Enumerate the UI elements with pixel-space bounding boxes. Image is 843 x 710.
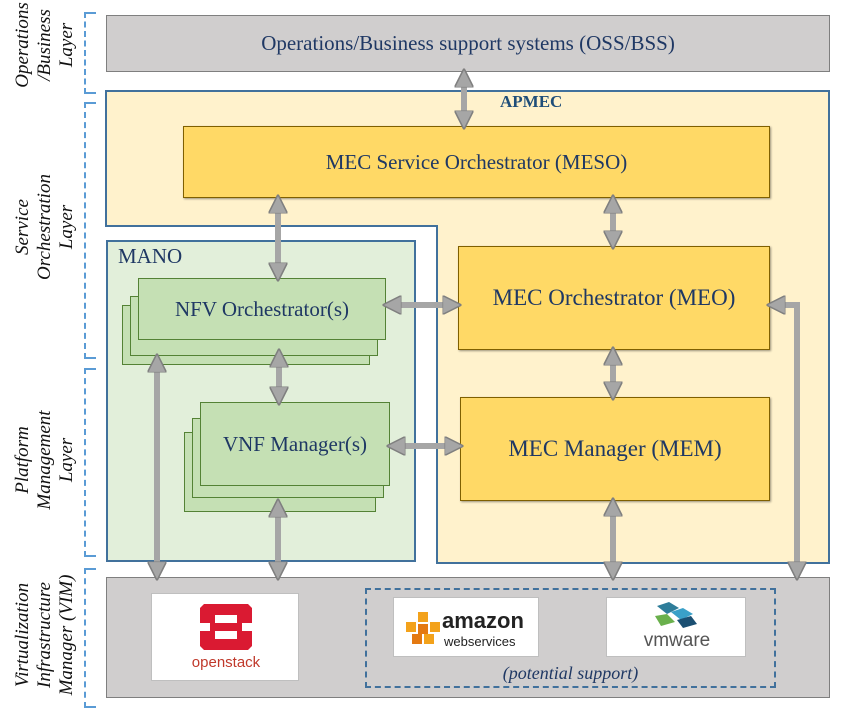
- potential-support-box: [365, 588, 776, 688]
- oss-bss-box: Operations/Business support systems (OSS…: [106, 15, 830, 72]
- mano-title: MANO: [118, 244, 183, 268]
- amazon-cubes-icon: [406, 612, 440, 644]
- nfvo-label: NFV Orchestrator(s): [175, 296, 349, 321]
- nfvo-box: NFV Orchestrator(s): [138, 278, 386, 340]
- meso-box: MEC Service Orchestrator (MESO): [183, 126, 770, 198]
- vnfm-box: VNF Manager(s): [200, 402, 390, 486]
- oss-bss-label: Operations/Business support systems (OSS…: [261, 31, 675, 55]
- vmware-text: vmware: [643, 630, 711, 651]
- openstack-logo-icon: [200, 604, 252, 650]
- openstack-text: openstack: [191, 654, 261, 671]
- apmec-title: APMEC: [500, 92, 563, 111]
- vnfm-label: VNF Manager(s): [222, 431, 368, 456]
- vmware-logo-icon: [655, 602, 697, 628]
- meo-box: MEC Orchestrator (MEO): [458, 246, 770, 350]
- layer-bracket-service: [84, 102, 96, 359]
- meso-label: MEC Service Orchestrator (MESO): [325, 149, 628, 174]
- amazon-subtext: webservices: [444, 634, 516, 649]
- mem-label: MEC Manager (MEM): [508, 436, 722, 461]
- mem-box: MEC Manager (MEM): [460, 397, 770, 501]
- amazon-text: amazon: [442, 608, 524, 633]
- vmware-card: vmware: [606, 597, 746, 657]
- potential-support-label: (potential support): [502, 663, 639, 683]
- layer-bracket-platform: [84, 368, 96, 557]
- layer-bracket-virtualization: [84, 568, 96, 708]
- layer-bracket-operations: [84, 12, 96, 94]
- meo-label: MEC Orchestrator (MEO): [492, 285, 736, 310]
- amazon-card: amazon webservices: [393, 597, 539, 657]
- openstack-card: openstack: [151, 593, 299, 681]
